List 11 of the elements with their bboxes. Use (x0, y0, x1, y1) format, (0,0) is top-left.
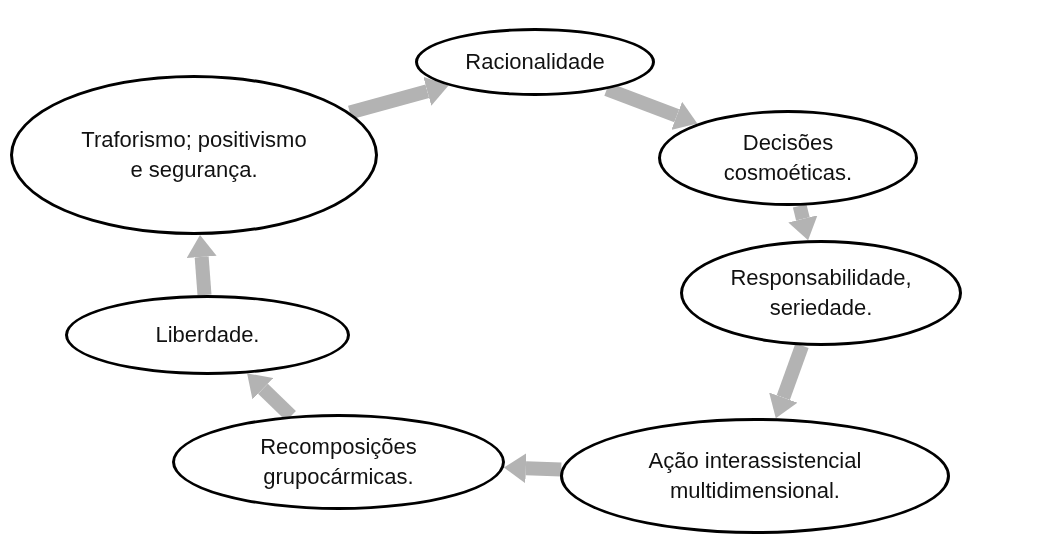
node-label: Decisões cosmoéticas. (722, 129, 854, 187)
block-arrow (186, 234, 217, 296)
node-label: Racionalidade (465, 48, 605, 76)
node-label: Traforismo; positivismo e segurança. (80, 126, 308, 184)
block-arrow (788, 204, 818, 241)
block-arrow (348, 76, 449, 120)
node-label: Liberdade. (155, 321, 260, 349)
node-label: Responsabilidade, seriedade. (729, 264, 913, 322)
node-label: Recomposições grupocármicas. (259, 433, 418, 491)
node-label: Ação interassistencial multidimensional. (647, 447, 863, 505)
block-arrow (503, 453, 562, 484)
